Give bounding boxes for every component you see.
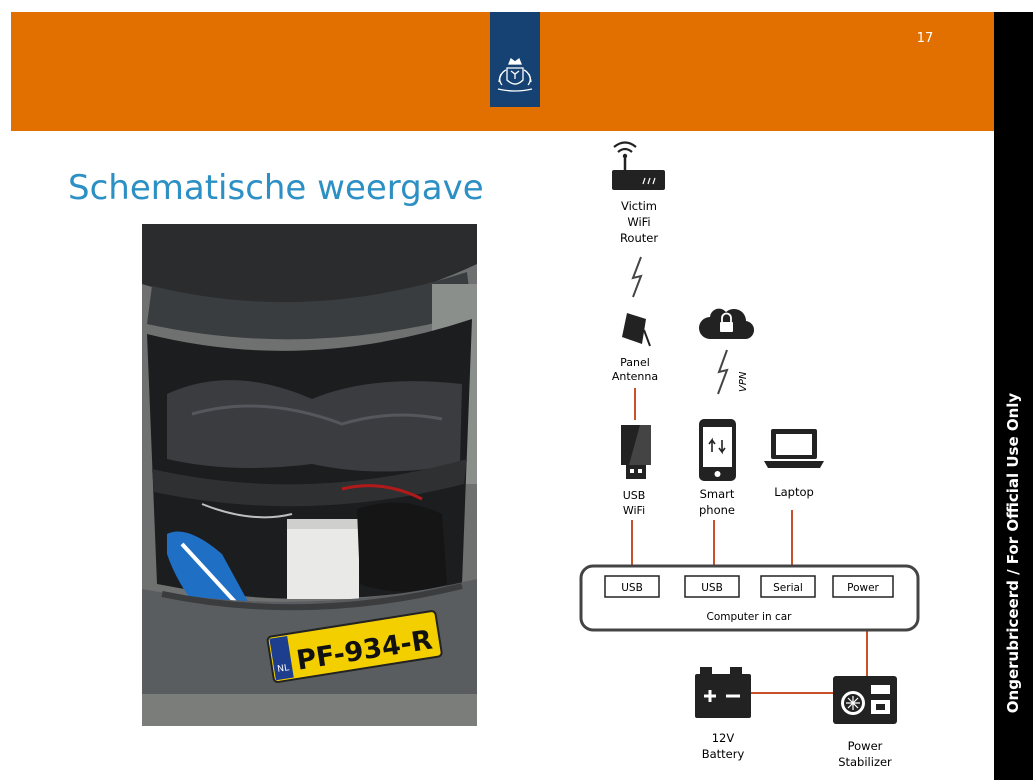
laptop-label: Laptop — [774, 485, 814, 499]
antenna-label-line1: Panel — [620, 356, 650, 369]
port-usb-2-label: USB — [701, 582, 723, 594]
slide-title: Schematische weergave — [68, 168, 484, 208]
panel-antenna-icon — [622, 313, 651, 347]
battery-icon — [695, 667, 751, 718]
stabilizer-label-line2: Stabilizer — [838, 755, 892, 769]
vpn-link-icon — [717, 349, 729, 395]
wifi-router-icon — [612, 141, 665, 190]
computer-label: Computer in car — [707, 611, 793, 623]
router-label-line2: WiFi — [627, 215, 650, 229]
port-serial-label: Serial — [773, 582, 803, 594]
smartphone-label-line1: Smart — [700, 487, 735, 501]
router-label-line1: Victim — [621, 199, 657, 213]
connector-lines — [631, 388, 868, 694]
power-stabilizer-icon — [833, 676, 897, 724]
router-label-line3: Router — [620, 231, 658, 245]
classification-bar — [994, 12, 1033, 780]
port-serial — [760, 575, 816, 598]
battery-label-line2: Battery — [702, 747, 745, 761]
stabilizer-label-line1: Power — [848, 739, 883, 753]
plate-country: NL — [277, 663, 290, 675]
wireless-link-icon — [631, 256, 643, 298]
smartphone-label-line2: phone — [699, 503, 735, 517]
usb-wifi-label-line1: USB — [623, 489, 646, 502]
page-number: 17 — [916, 31, 934, 46]
usb-wifi-label-line2: WiFi — [623, 504, 645, 517]
classification-label: Ongerubriceerd / For Official Use Only — [1004, 392, 1022, 714]
laptop-icon — [764, 429, 824, 468]
cloud-lock-icon — [699, 308, 755, 340]
car-trunk-photo: NL PF-934-R — [142, 224, 477, 726]
vpn-label: VPN — [738, 371, 749, 392]
antenna-label-line2: Antenna — [612, 370, 658, 383]
port-usb-1 — [604, 575, 660, 598]
port-usb-1-label: USB — [621, 582, 643, 594]
coat-of-arms-logo — [490, 12, 540, 107]
port-power-label: Power — [847, 582, 879, 594]
port-power — [832, 575, 894, 598]
port-usb-2 — [684, 575, 740, 598]
usb-wifi-dongle-icon — [621, 425, 651, 479]
computer-box — [579, 564, 920, 632]
battery-label-line1: 12V — [712, 731, 735, 745]
smartphone-icon — [699, 419, 736, 481]
